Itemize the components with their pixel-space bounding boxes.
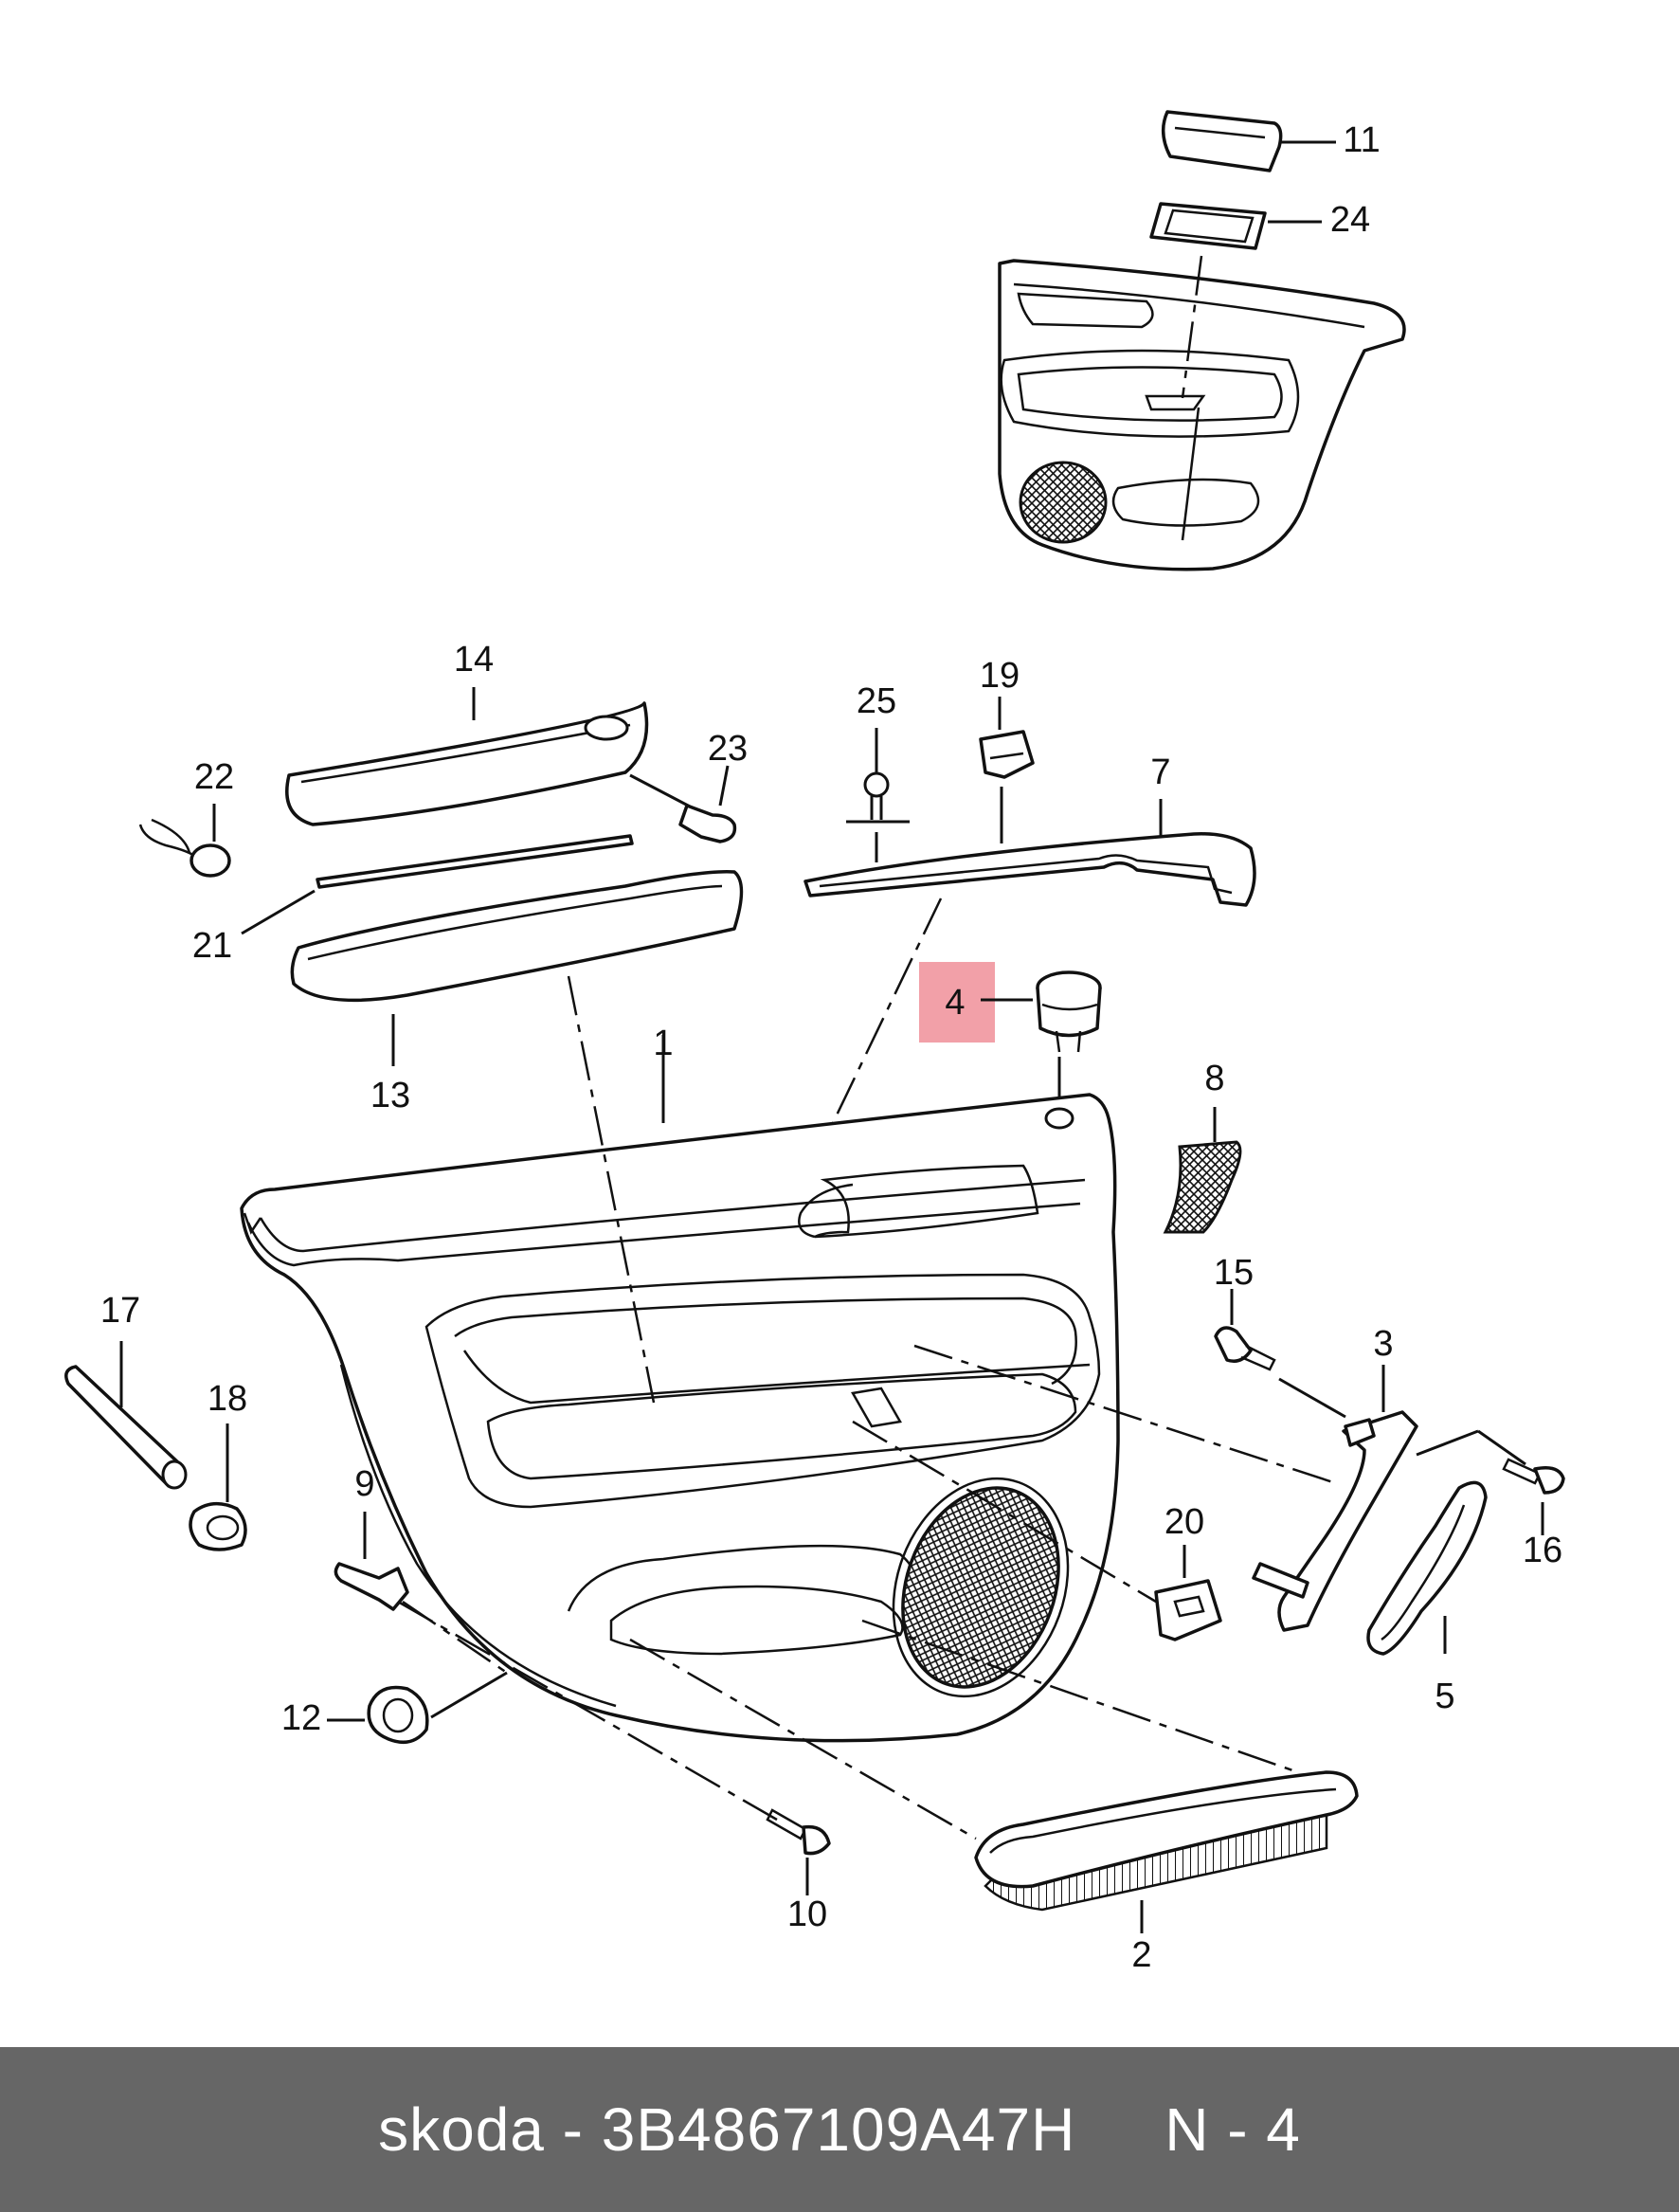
caption-separator: - — [562, 2095, 584, 2164]
door-overview — [998, 259, 1406, 571]
part-1-door-panel — [240, 1035, 1242, 1743]
part-4-callout — [919, 962, 1033, 1043]
part-21-strip — [241, 834, 634, 935]
label-4: 4 — [945, 983, 965, 1023]
label-8: 8 — [1204, 1059, 1224, 1098]
leader-9 — [402, 1600, 508, 1675]
caption-part-number: 3B4867109A47H — [601, 2095, 1076, 2164]
label-13: 13 — [370, 1076, 410, 1115]
label-25: 25 — [857, 681, 896, 721]
part-22-clip — [138, 804, 231, 878]
label-24: 24 — [1330, 200, 1370, 240]
label-18: 18 — [208, 1379, 247, 1419]
label-9: 9 — [354, 1464, 374, 1504]
exploded-parts-diagram: 11 24 14 25 19 7 22 23 21 4 8 13 1 15 17… — [64, 110, 1565, 1975]
part-4-cap — [1036, 970, 1102, 1104]
part-9-pin — [334, 1512, 409, 1611]
label-15: 15 — [1214, 1253, 1254, 1293]
label-14: 14 — [454, 640, 494, 680]
leader-13 — [567, 975, 656, 1404]
label-2: 2 — [1131, 1935, 1151, 1975]
part-20-clip — [1154, 1545, 1222, 1641]
part-13-armrest-base — [290, 870, 744, 1066]
part-15-screw — [1214, 1289, 1346, 1419]
part-5-trim — [1366, 1480, 1488, 1656]
part-10-screw — [766, 1808, 831, 1895]
part-11-cover — [1161, 110, 1336, 172]
caption-brand: skoda — [378, 2095, 545, 2164]
label-11: 11 — [1343, 120, 1380, 160]
leader-3 — [913, 1344, 1337, 1485]
part-24-frame — [1149, 202, 1322, 399]
leader-20 — [852, 1420, 1157, 1604]
callout-labels: 11 24 14 25 19 7 22 23 21 4 8 13 1 15 17… — [100, 120, 1562, 1975]
label-3: 3 — [1373, 1324, 1393, 1364]
label-23: 23 — [708, 729, 748, 769]
part-19-clip — [979, 697, 1035, 843]
label-22: 22 — [194, 757, 234, 797]
part-18-grommet — [189, 1423, 247, 1551]
label-20: 20 — [1164, 1502, 1204, 1542]
part-3-handle — [1252, 1365, 1526, 1632]
leader-2a — [861, 1619, 1299, 1774]
part-12-grommet — [327, 1671, 508, 1745]
leader-2b — [629, 1638, 977, 1840]
caption-position-label: N - 4 — [1164, 2095, 1301, 2164]
part-16-screw — [1502, 1458, 1565, 1535]
label-16: 16 — [1523, 1531, 1562, 1570]
leader-10 — [397, 1600, 778, 1822]
part-17-rod — [64, 1341, 188, 1490]
label-7: 7 — [1150, 752, 1170, 792]
part-25-pin — [846, 728, 910, 862]
part-23-bolt — [629, 765, 737, 843]
label-21: 21 — [192, 926, 232, 966]
label-17: 17 — [100, 1291, 140, 1331]
label-10: 10 — [787, 1895, 827, 1934]
label-19: 19 — [980, 656, 1020, 696]
part-2-pocket — [974, 1770, 1359, 1933]
caption-bar: skoda - 3B4867109A47H N - 4 — [0, 2047, 1679, 2212]
caption-text: skoda - 3B4867109A47H N - 4 — [378, 2094, 1301, 2165]
label-5: 5 — [1435, 1677, 1454, 1716]
label-1: 1 — [653, 1024, 673, 1063]
part-14-armrest-top — [285, 687, 649, 826]
label-12: 12 — [281, 1698, 321, 1738]
